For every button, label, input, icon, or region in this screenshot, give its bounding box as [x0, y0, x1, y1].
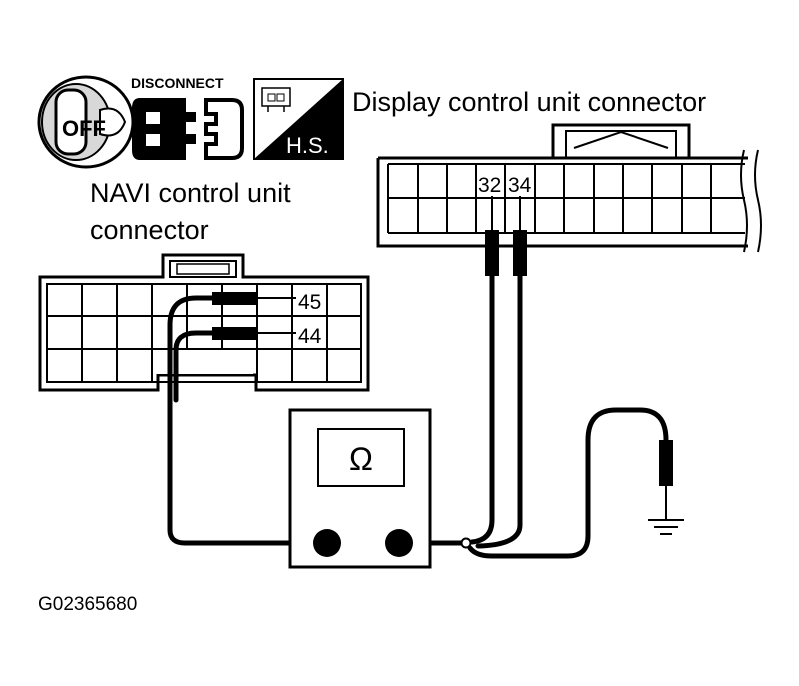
display-pin-34: 34 — [508, 174, 532, 197]
probe-navi-44 — [196, 327, 296, 340]
navi-connector: 45 44 — [38, 253, 370, 392]
navi-pin-45: 45 — [298, 291, 321, 314]
navi-pin-44: 44 — [298, 325, 322, 348]
harness-side-icon: H.S. — [253, 78, 344, 160]
navi-connector-title-line1: NAVI control unit — [90, 178, 291, 208]
disconnect-text: DISCONNECT — [131, 75, 224, 91]
display-connector: 32 34 — [376, 123, 762, 253]
wire-junction — [460, 537, 472, 549]
display-connector-title: Display control unit connector — [352, 87, 706, 117]
probe-navi-45 — [196, 292, 296, 305]
connector-disconnect-icon: DISCONNECT — [131, 75, 244, 160]
probe-display-32 — [485, 196, 499, 276]
test-leads — [167, 273, 669, 559]
ignition-key-off-icon: OFF — [37, 75, 135, 169]
probe-ground — [659, 440, 673, 520]
display-pin-32: 32 — [478, 174, 501, 197]
ohm-symbol: Ω — [349, 441, 373, 477]
harness-side-text: H.S. — [286, 133, 329, 158]
probe-display-34 — [513, 196, 527, 276]
ground-symbol-icon — [648, 519, 684, 535]
ohmmeter: Ω — [288, 408, 432, 569]
figure-id: G02365680 — [38, 594, 137, 615]
meter-terminal-left — [313, 529, 341, 557]
meter-terminal-right — [385, 529, 413, 557]
navi-connector-title-line2: connector — [90, 215, 209, 245]
ignition-off-text: OFF — [62, 116, 106, 141]
